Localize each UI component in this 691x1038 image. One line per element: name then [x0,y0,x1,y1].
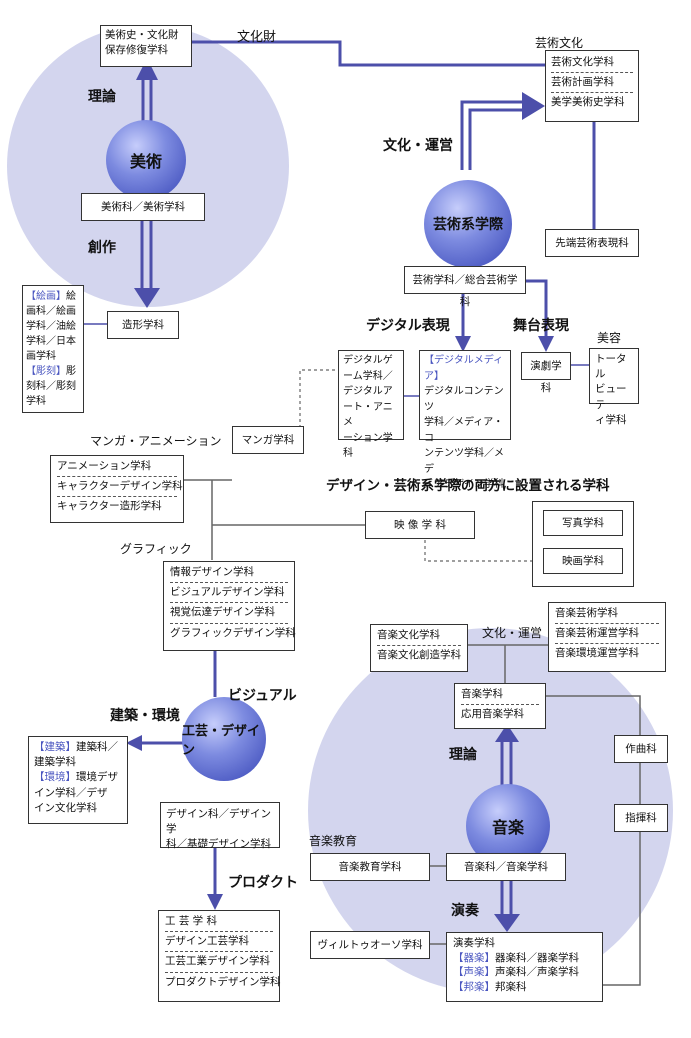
bunka-unei-label-2: 文化・運営 [482,626,543,640]
sougou-box: 芸術学科／総合芸術学科 [404,266,526,308]
geijutsu-bunka-box: 芸術文化学科 芸術計画学科 美学美術史学科 [545,50,639,122]
biyou-label: 美容 [597,331,622,345]
butai-label: 舞台表現 [513,318,569,334]
bijutsushi-box: 美術史・文化財保存修復学科 [100,25,192,67]
geijutsu-node: 芸術系学際 [424,180,512,268]
ongakuka-box: 音楽科／音楽学科 [446,853,566,881]
anime-box: アニメーション学科 キャラクターデザイン学科 キャラクター造形学科 [50,455,184,523]
shashin-box: 写真学科 [543,510,623,536]
eiga-box: 映画学科 [543,548,623,574]
virtuoso-box: ヴィルトゥオーソ学科 [310,931,430,959]
ensou-label: 演奏 [451,903,479,919]
kaiga-box: 【絵画】絵 画科／絵画 学科／油絵 学科／日本 画学科 【彫刻】彫 刻科／彫刻 … [22,285,84,413]
engeki-box: 演劇学科 [521,352,571,394]
digital-media-box: 【デジタルメディア】 デジタルコンテンツ 学科／メディア・コ ンテンツ学科／メデ… [419,350,511,490]
geijutsu-bunka-label: 芸術文化 [535,36,584,50]
ongaku-geijutsu-box: 音楽芸術学科 音楽芸術運営学科 音楽環境運営学科 [548,602,666,672]
eizou-box: 映 像 学 科 [365,511,475,539]
design-box: デザイン科／デザイン学 科／基礎デザイン学科 [160,802,280,850]
kenchiku-box: 【建築】建築科／ 建築学科 【環境】環境デザ イン学科／デザ イン文化学科 [28,736,128,824]
ongaku-bunka-box: 音楽文化学科 音楽文化創造学科 [370,624,468,672]
kenchiku-label: 建築・環境 [110,708,180,724]
graphic-label: グラフィック [120,542,192,556]
shiki-box: 指揮科 [614,804,668,832]
bijutsuka-box: 美術科／美術学科 [81,193,205,221]
chart-title: デザイン・芸術系学際の両方に設置される学科 [326,478,610,494]
sousaku-label: 創作 [88,240,116,256]
bijutsu-node: 美術 [106,120,186,200]
manga-anime-label: マンガ・アニメーション [90,434,222,448]
product-label: プロダクト [228,875,298,891]
ongaku-kyouiku-label: 音楽教育 [309,834,358,848]
riron-label-1: 理論 [88,89,116,105]
digital-label: デジタル表現 [366,318,450,334]
shashin-eiga-frame: 写真学科 映画学科 [532,501,634,587]
ongaku-kyouiku-box: 音楽教育学科 [310,853,430,881]
zoukei-box: 造形学科 [107,311,179,339]
bunka-unei-label-1: 文化・運営 [383,138,453,154]
manga-box: マンガ学科 [232,426,304,454]
sakkyoku-box: 作曲科 [614,735,668,763]
kogei-node: 工芸・デザイン [182,697,266,781]
sentan-box: 先端芸術表現科 [545,229,639,257]
bunkazai-label: 文化財 [237,30,277,45]
ensou-box: 演奏学科 【器楽】器楽科／器楽学科 【声楽】声楽科／声楽学科 【邦楽】邦楽科 [446,932,603,1002]
kougei-box: 工 芸 学 科 デザイン工芸学科 工芸工業デザイン学科 プロダクトデザイン学科 [158,910,281,1002]
ongaku-gaku-box: 音楽学科 応用音楽学科 [454,683,546,729]
riron-label-2: 理論 [449,747,477,763]
total-beauty-box: トータル ビューテ ィ学科 [589,348,639,426]
visual-label: ビジュアル [228,688,297,704]
graphic-box: 情報デザイン学科 ビジュアルデザイン学科 視覚伝達デザイン学科 グラフィックデザ… [163,561,296,651]
digital-game-box: デジタルゲ ーム学科／ デジタルア ート・アニメ ーション学科 [338,350,404,459]
